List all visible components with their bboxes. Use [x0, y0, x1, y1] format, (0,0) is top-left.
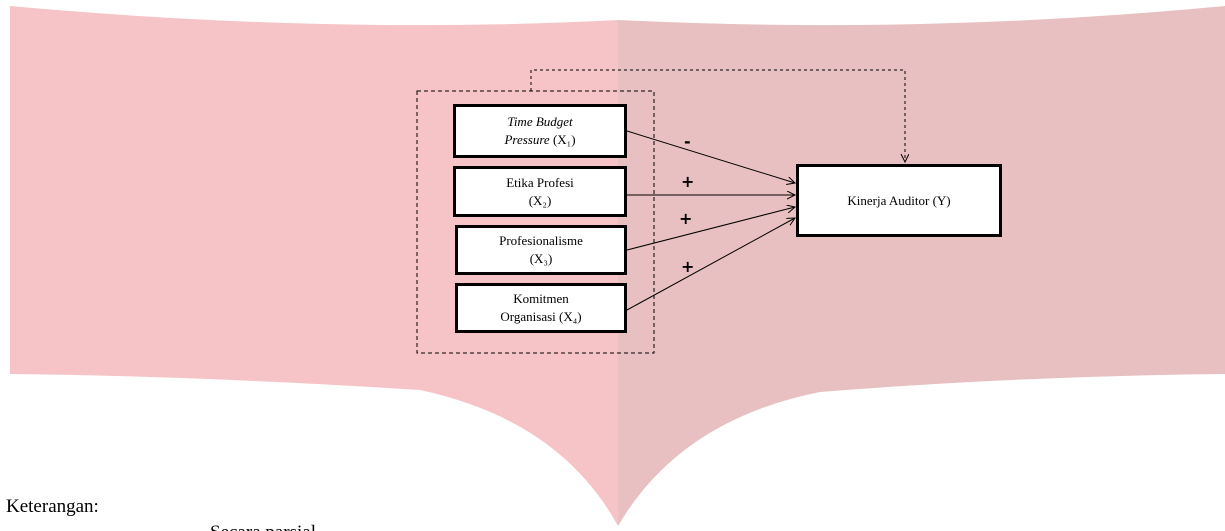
variable-box-x4: Komitmen Organisasi (X₄): [455, 283, 627, 333]
sign-x2: +: [681, 172, 695, 191]
sign-x1: -: [684, 132, 691, 151]
variable-box-y: Kinerja Auditor (Y): [796, 164, 1002, 237]
legend-partial-line: Secara parsial: [210, 522, 316, 531]
x1-label-code: (X₁): [549, 132, 576, 147]
variable-box-x1: Time Budget Pressure (X₁): [453, 104, 627, 158]
x3-label-line1: Profesionalisme: [499, 233, 583, 248]
x2-label-line2: (X₂): [528, 192, 552, 208]
simultaneous-group-box: [416, 90, 655, 354]
x1-label-italic: Pressure: [504, 132, 550, 147]
x4-label-line1: Komitmen: [513, 291, 569, 306]
x3-label-line2: (X₃): [529, 251, 553, 266]
x1-label-line2: Pressure (X₁): [504, 131, 575, 149]
arrow-x3-to-y: [626, 207, 795, 251]
sign-x3: +: [679, 209, 693, 228]
simultaneous-arrow: [530, 69, 905, 162]
arrow-x1-to-y: [626, 130, 795, 183]
sign-x4: +: [681, 257, 695, 276]
x1-label-line1: Time Budget: [507, 114, 573, 129]
x2-label-line1: Etika Profesi: [506, 174, 574, 190]
variable-box-x2: Etika Profesi (X₂): [453, 166, 627, 217]
y-label: Kinerja Auditor (Y): [847, 192, 951, 208]
variable-box-x3: Profesionalisme (X₃): [455, 225, 627, 275]
legend-title: Keterangan:: [6, 496, 99, 517]
x4-label-line2: Organisasi (X₄): [500, 309, 582, 324]
arrow-x4-to-y: [626, 218, 795, 311]
watermark-right-page: [618, 6, 1225, 526]
